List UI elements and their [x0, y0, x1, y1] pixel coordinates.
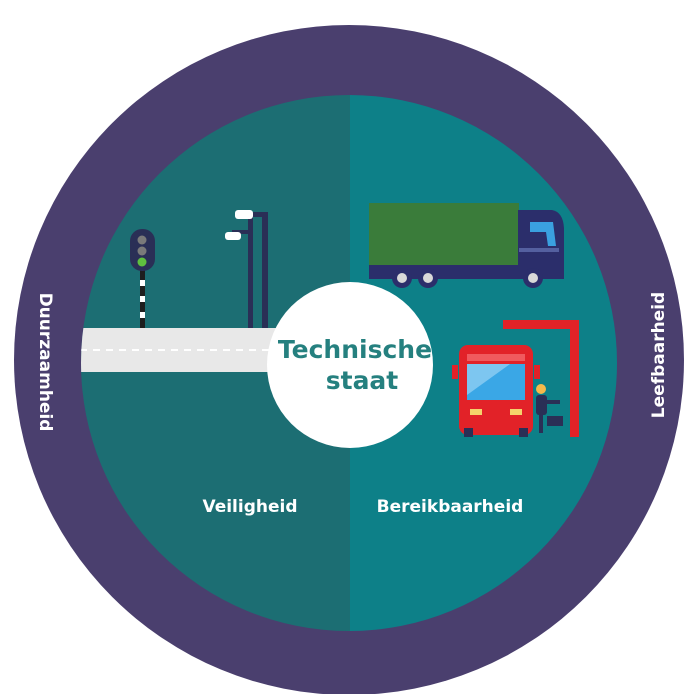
- road-icon: [81, 328, 300, 372]
- center-label-line2: staat: [326, 366, 399, 395]
- street-lamp-icon: [225, 210, 268, 328]
- center-label-line1: Technische: [278, 335, 432, 364]
- bus-icon: [452, 345, 540, 437]
- truck-icon: [369, 203, 564, 288]
- outer-left-label: Duurzaamheid: [35, 293, 55, 432]
- outer-right-label: Leefbaarheid: [649, 292, 669, 418]
- bus-stop-icon: [503, 320, 579, 437]
- inner-right-label: Bereikbaarheid: [377, 497, 524, 517]
- inner-left-label: Veiligheid: [202, 497, 297, 517]
- person-icon: [536, 384, 563, 433]
- center-circle: [267, 282, 433, 448]
- traffic-light-icon: [130, 229, 155, 328]
